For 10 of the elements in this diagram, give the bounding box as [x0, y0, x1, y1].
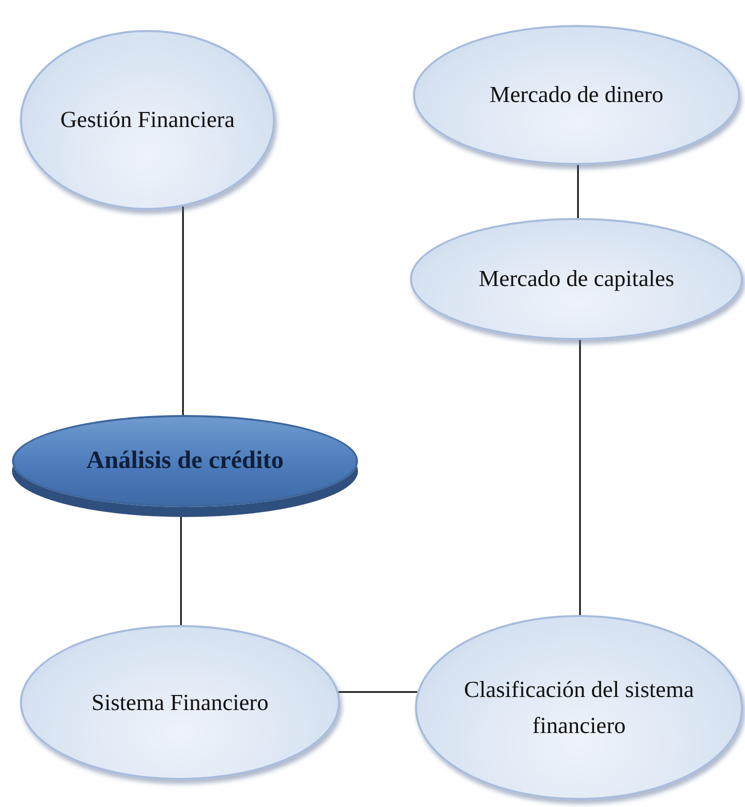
node-label: Clasificación del sistema financiero	[463, 676, 695, 740]
node-label: Análisis de crédito	[85, 446, 285, 476]
node-label: Mercado de dinero	[488, 81, 664, 110]
connector-line	[579, 340, 581, 615]
node-label: Mercado de capitales	[478, 265, 676, 294]
connector-line	[182, 206, 184, 415]
connector-line	[338, 691, 418, 693]
connector-line	[577, 165, 579, 218]
node-label: Sistema Financiero	[90, 688, 270, 717]
node-label: Gestión Financiera	[59, 106, 236, 134]
